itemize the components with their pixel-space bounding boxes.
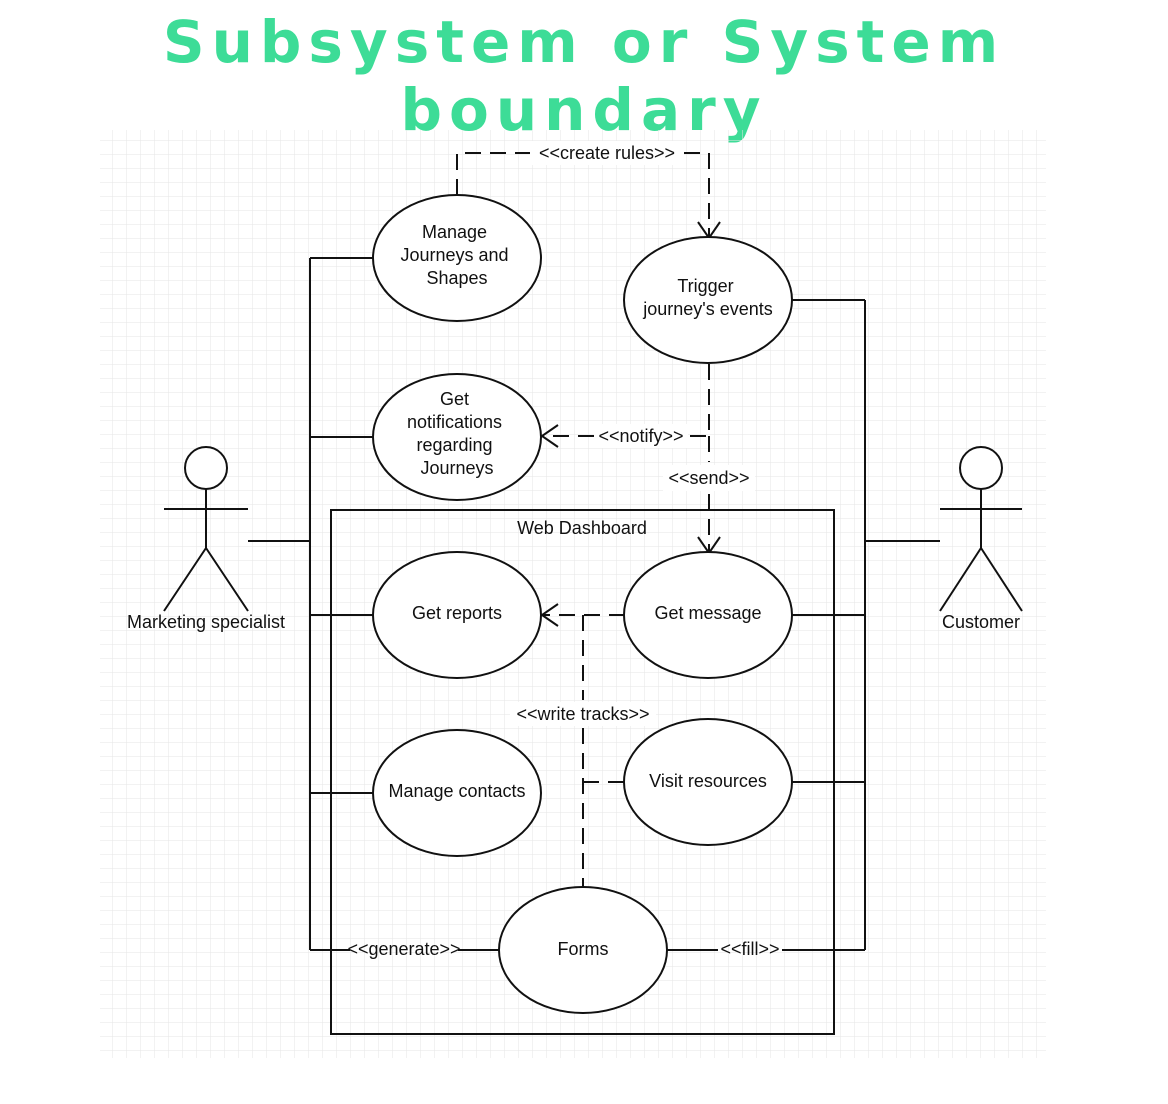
relation-label-send: <<send>>: [668, 468, 749, 488]
use-case-label-line: Manage: [422, 222, 487, 242]
relation-label-notify: <<notify>>: [598, 426, 683, 446]
actor-name: Marketing specialist: [127, 612, 285, 632]
customer-associations: [666, 299, 940, 951]
use-case-label-line: Journeys: [420, 458, 493, 478]
svg-text:Trigger journey's events: Trigger journey's events: [642, 276, 773, 319]
use-case-label-line: journey's events: [642, 299, 773, 319]
relation-label-fill: <<fill>>: [720, 939, 779, 959]
relation-label-create-rules: <<create rules>>: [539, 143, 675, 163]
use-case-get-message: Get message: [623, 551, 793, 679]
actor-customer: Customer: [939, 446, 1023, 632]
relation-write-tracks: [582, 615, 625, 888]
use-case-label-line: regarding: [416, 435, 492, 455]
use-case-get-notifications: Get notifications regarding Journeys: [372, 373, 542, 501]
label-bg-write-tracks: [510, 702, 656, 726]
use-case-visit-resources: Visit resources: [623, 718, 793, 846]
relation-label-generate: <<generate>>: [347, 939, 460, 959]
use-case-label: Visit resources: [649, 771, 767, 791]
label-bg-send: [663, 465, 755, 491]
use-case-manage-journeys: Manage Journeys and Shapes: [372, 194, 542, 322]
page-title: Subsystem or System boundary: [162, 8, 1006, 144]
label-bg-notify: [594, 424, 688, 448]
svg-text:Manage Journeys and: Manage Journeys and Shapes: [400, 222, 513, 288]
system-boundary-label: Web Dashboard: [517, 518, 647, 538]
use-case-label: Forms: [558, 939, 609, 959]
relation-label-write-tracks: <<write tracks>>: [516, 704, 649, 724]
svg-text:Get notifications: Get notifications regarding Journeys: [407, 389, 507, 478]
use-case-label-line: notifications: [407, 412, 502, 432]
use-case-label: Get message: [654, 603, 761, 623]
use-case-label-line: Shapes: [426, 268, 487, 288]
use-case-label-line: Trigger: [677, 276, 733, 296]
use-case-get-reports: Get reports: [372, 551, 542, 679]
actor-marketing-specialist: Marketing specialist: [127, 446, 285, 632]
relation-notify: [540, 364, 710, 448]
system-boundary: [330, 509, 835, 1035]
use-case-label-line: Journeys and: [400, 245, 508, 265]
use-case-label: Manage contacts: [388, 781, 525, 801]
label-bg-create-rules: [530, 141, 684, 165]
marketing-associations: [248, 257, 500, 951]
use-case-manage-contacts: Manage contacts: [372, 729, 542, 857]
actor-name: Customer: [942, 612, 1020, 632]
stick-figure-icon: [939, 446, 1023, 612]
use-case-forms: Forms: [498, 886, 668, 1014]
use-case-trigger-events: Trigger journey's events: [623, 236, 793, 364]
stick-figure-icon: [163, 446, 249, 612]
use-case-label-line: Get: [440, 389, 469, 409]
use-case-label: Get reports: [412, 603, 502, 623]
